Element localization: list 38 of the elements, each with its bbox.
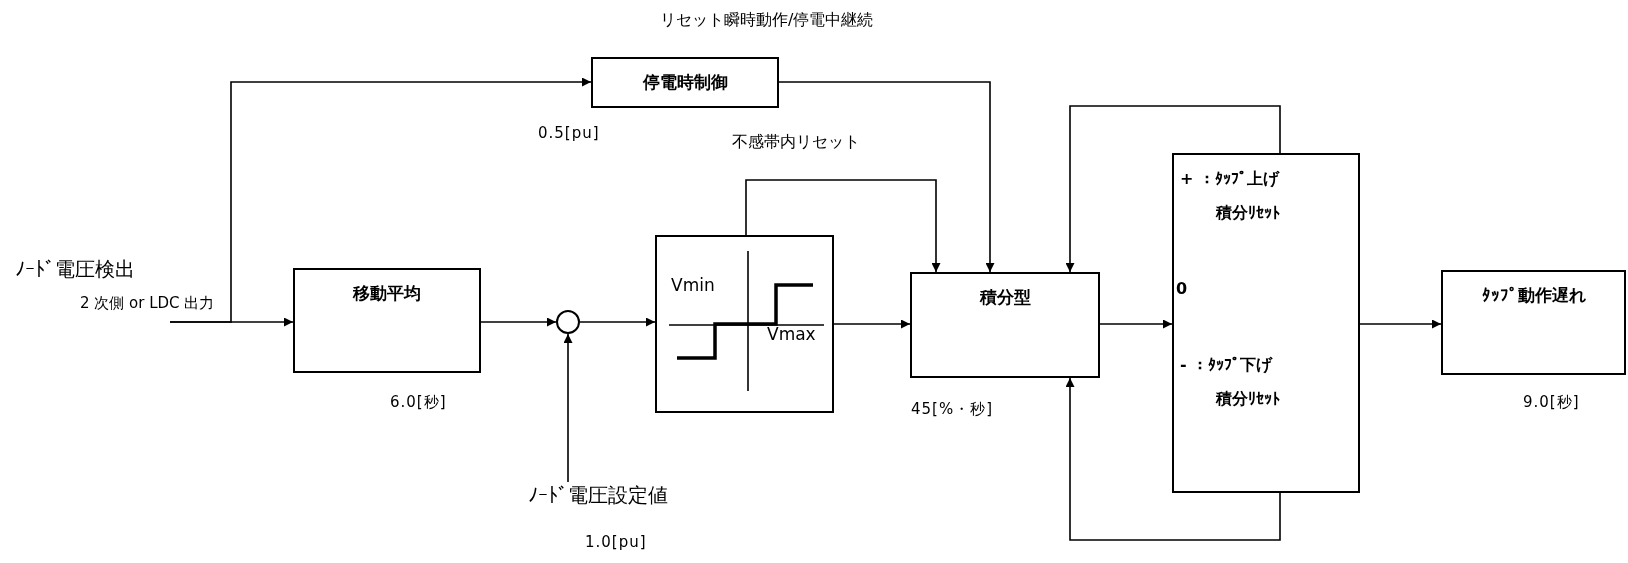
arrow xyxy=(778,81,995,273)
arrow xyxy=(480,317,557,327)
block-title: 停電時制御 xyxy=(641,71,729,94)
parameter-value: 45[%・秒] xyxy=(911,400,994,419)
arrow xyxy=(1359,319,1442,329)
block-box xyxy=(655,235,834,413)
diagram-title: リセット瞬時動作/停電中継続 xyxy=(660,10,874,31)
arrow xyxy=(1065,105,1281,273)
block-text: 積分ﾘｾｯﾄ xyxy=(1216,203,1280,223)
block-text: + ：ﾀｯﾌﾟ上げ xyxy=(1180,169,1279,189)
block-title: 移動平均 xyxy=(351,282,422,305)
block-text: 積分ﾘｾｯﾄ xyxy=(1216,389,1280,409)
block-box xyxy=(293,268,481,373)
block-text: 0 xyxy=(1176,279,1188,299)
block-text: 2 次側 or LDC 出力 xyxy=(80,294,215,313)
parameter-value: 6.0[秒] xyxy=(390,393,447,412)
block-box xyxy=(1172,153,1360,493)
block-title: ﾉｰﾄﾞ電圧設定値 xyxy=(526,482,669,509)
block-title: 積分型 xyxy=(978,286,1032,309)
arrow xyxy=(745,179,941,273)
block-title: ﾀｯﾌﾟ動作遅れ xyxy=(1480,284,1587,307)
block-box xyxy=(910,272,1100,378)
arrow xyxy=(579,317,656,327)
arrow xyxy=(1099,319,1173,329)
parameter-value: 9.0[秒] xyxy=(1523,393,1580,412)
block-text: Vmin xyxy=(671,275,715,297)
arrow xyxy=(1065,377,1281,541)
arrow xyxy=(563,333,573,483)
block-text: - ：ﾀｯﾌﾟ下げ xyxy=(1180,355,1273,375)
summing-junction xyxy=(556,310,580,334)
parameter-value: 0.5[pu] xyxy=(538,124,600,142)
block-box xyxy=(1441,270,1626,375)
block-text: Vmax xyxy=(767,324,816,346)
block-box xyxy=(591,57,779,108)
arrow xyxy=(833,319,911,329)
block-text: ﾉｰﾄﾞ電圧検出 xyxy=(15,257,135,282)
arrow xyxy=(169,77,592,323)
parameter-value: 1.0[pu] xyxy=(585,533,647,551)
